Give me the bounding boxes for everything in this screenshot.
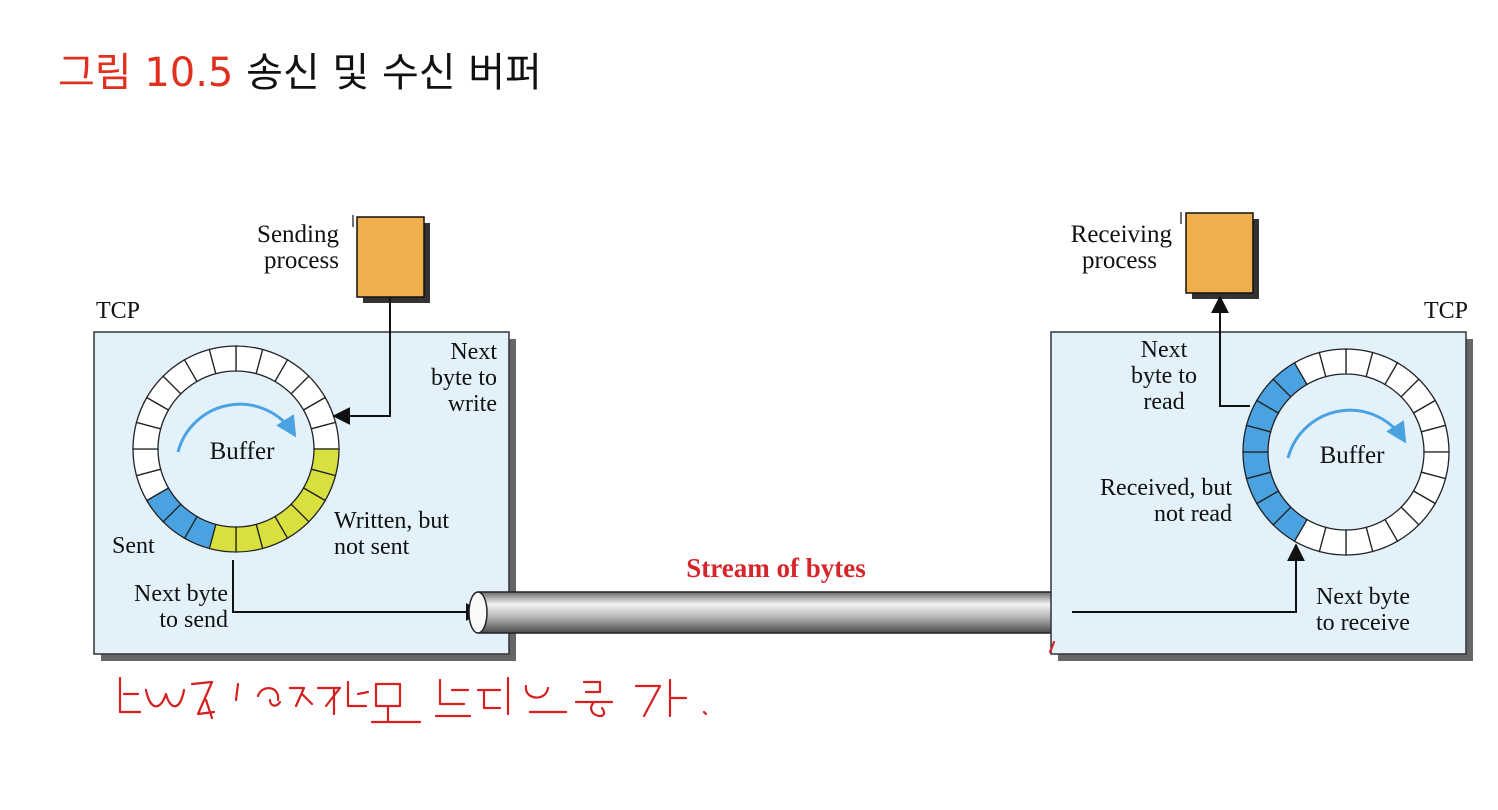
received-not-read-line2: not read <box>1154 501 1232 527</box>
next-byte-to-read-line1: Next <box>1141 337 1188 363</box>
next-byte-to-write-line1: Next <box>450 339 497 365</box>
receiver-buffer-ring <box>1242 348 1450 556</box>
sending-process: Sending process <box>257 215 430 303</box>
sent-label: Sent <box>112 533 155 559</box>
written-not-sent-line1: Written, but <box>334 508 449 534</box>
buffer-slot <box>1318 348 1347 378</box>
next-byte-to-send-line2: to send <box>159 607 228 633</box>
sender-buffer-label: Buffer <box>210 438 275 465</box>
handwritten-annotation <box>118 640 1056 724</box>
read-arrow <box>1211 295 1250 407</box>
next-byte-to-receive-line1: Next byte <box>1316 584 1410 610</box>
receiving-process-box <box>1185 212 1254 294</box>
sending-process-box <box>356 216 425 298</box>
receiver-tcp-label: TCP <box>1424 298 1468 324</box>
next-byte-to-read-line3: read <box>1143 389 1184 415</box>
buffer-slot <box>208 345 237 375</box>
figure-label: 그림 10.5 <box>58 50 234 96</box>
figure-title-text: 송신 및 수신 버퍼 <box>246 50 542 96</box>
stream-of-bytes-label: Stream of bytes <box>686 553 865 583</box>
sending-process-line2: process <box>264 247 339 274</box>
write-arrow <box>332 297 391 425</box>
sender-buffer-ring <box>132 345 340 553</box>
next-byte-to-receive-line2: to receive <box>1316 610 1410 636</box>
received-not-read-line1: Received, but <box>1100 475 1232 501</box>
send-arrow <box>232 560 484 621</box>
receiver-buffer-label: Buffer <box>1320 442 1385 469</box>
receive-arrow <box>1072 543 1305 613</box>
sender-tcp-label: TCP <box>96 298 140 324</box>
next-byte-to-write-line2: byte to <box>431 365 497 391</box>
sender-buffer-direction-arrow <box>176 402 297 453</box>
receiving-process: Receiving process <box>1071 212 1259 299</box>
receiving-process-line2: process <box>1082 247 1157 274</box>
next-byte-to-read-line2: byte to <box>1131 363 1197 389</box>
figure-title: 그림 10.5 송신 및 수신 버퍼 <box>58 40 542 98</box>
sending-process-line1: Sending <box>257 221 339 248</box>
written-not-sent-line2: not sent <box>334 534 410 560</box>
receiver-buffer-direction-arrow <box>1286 408 1407 459</box>
receiving-process-line1: Receiving <box>1071 221 1173 248</box>
stream-pipe <box>468 591 1082 634</box>
next-byte-to-send-line1: Next byte <box>134 581 228 607</box>
next-byte-to-write-line3: write <box>448 391 497 417</box>
